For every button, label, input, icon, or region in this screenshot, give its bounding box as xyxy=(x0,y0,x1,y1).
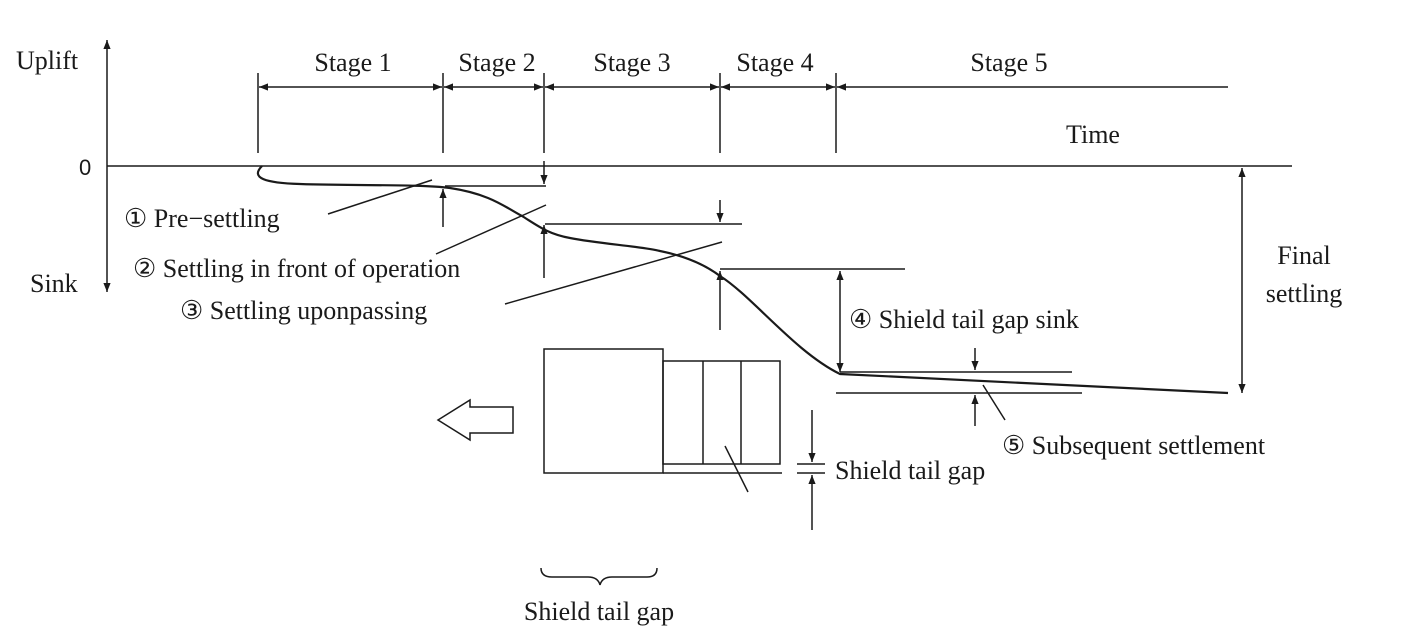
tail-gap-sink-label: ④ Shield tail gap sink xyxy=(849,305,1079,334)
passing-settling-leader xyxy=(504,241,723,305)
front-settling-leader xyxy=(435,204,547,255)
segment-leader xyxy=(724,445,749,493)
stage-2-label: Stage 2 xyxy=(458,48,535,77)
settling-passing-label: ③ Settling uponpassing xyxy=(180,296,427,325)
settling-front-label: ② Settling in front of operation xyxy=(133,254,460,283)
zero-label: 0 xyxy=(79,155,91,180)
stage-3-label: Stage 3 xyxy=(593,48,670,77)
sink-label: Sink xyxy=(30,269,78,298)
shield-tail-segments xyxy=(662,360,781,465)
shield-tail-gap-label: Shield tail gap xyxy=(835,456,985,485)
final-settling-label-line2: settling xyxy=(1266,279,1343,308)
subsequent-settlement-label: ⑤ Subsequent settlement xyxy=(1002,431,1266,460)
subsequent-leader xyxy=(982,384,1006,421)
time-label: Time xyxy=(1066,120,1120,149)
stage-4-label: Stage 4 xyxy=(736,48,813,77)
shield-brace xyxy=(540,567,658,586)
shield-body xyxy=(543,348,664,474)
settlement-curve xyxy=(256,165,1229,395)
pre-settling-label: ① Pre−settling xyxy=(124,204,280,233)
advance-direction-arrow xyxy=(436,398,514,442)
uplift-label: Uplift xyxy=(16,46,79,75)
pre-settling-leader xyxy=(327,179,433,215)
final-settling-label-line1: Final xyxy=(1277,241,1330,270)
shield-brace-label: Shield tail gap xyxy=(524,597,674,626)
stage-1-label: Stage 1 xyxy=(314,48,391,77)
stage-5-label: Stage 5 xyxy=(970,48,1047,77)
